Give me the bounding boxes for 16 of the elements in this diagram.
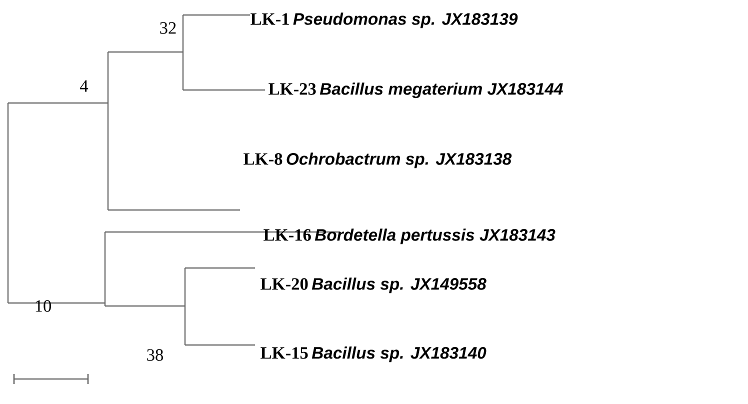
strain-id: LK-16 (264, 229, 311, 241)
species-name: Pseudomonas sp. JX183139 (293, 12, 518, 28)
bootstrap-value: 4 (80, 80, 88, 92)
bootstrap-value: 10 (36, 300, 52, 312)
species-name: Ochrobactrum sp. JX183138 (286, 152, 512, 168)
species-name: Bacillus sp. JX183140 (312, 346, 486, 362)
species-name: Bordetella pertussis JX183143 (314, 228, 556, 244)
strain-id: LK-8 (244, 153, 282, 165)
strain-id: LK-23 (268, 83, 316, 95)
species-name: Bacillus sp. JX149558 (312, 278, 486, 294)
bootstrap-value: 32 (160, 22, 176, 34)
strain-id: LK-15 (260, 347, 308, 359)
species-name: Bacillus megaterium JX183144 (320, 82, 563, 98)
strain-id: LK-20 (260, 278, 308, 290)
bootstrap-value: 38 (147, 349, 164, 361)
strain-id: LK-1 (250, 13, 289, 25)
